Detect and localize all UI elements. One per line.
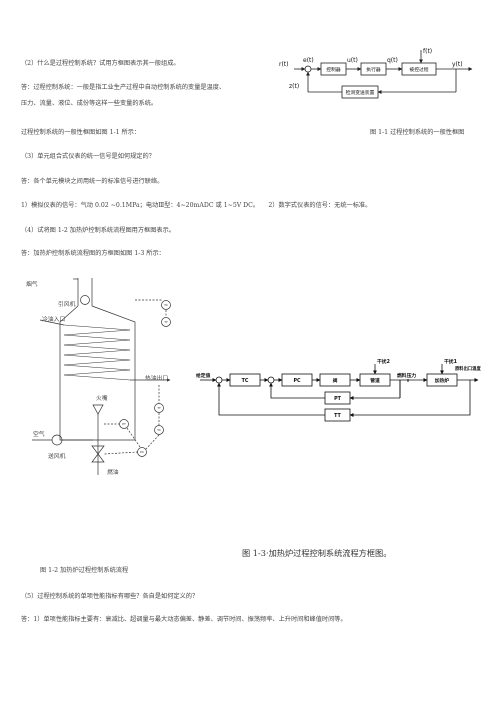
fig3-label-furnace: 加热炉 bbox=[434, 377, 450, 384]
figure-2-caption: 图 1-2 加热炉过程控制系统流程 bbox=[40, 567, 129, 574]
figure-1-caption: 图 1-1 过程控制系统的一般性框图 bbox=[370, 129, 465, 136]
fig3-label-outlet-temp: 原料出口温度 bbox=[455, 365, 481, 372]
fig1-label-f: f(t) bbox=[423, 48, 432, 55]
fig2-label-air: 空气 bbox=[33, 430, 45, 438]
answer-2-line-2: 压力、流量、液位、成份等这样一些变量的系统。 bbox=[21, 100, 158, 107]
fig2-label-flue-gas: 烟气 bbox=[26, 280, 38, 288]
question-4: （4）试将图 1-2 加热炉控制系统流程图用方框图表示。 bbox=[21, 227, 175, 234]
fig1-label-e: e(t) bbox=[303, 57, 314, 64]
fig2-label-tc-top: TC bbox=[163, 303, 168, 307]
fig2-coil bbox=[63, 324, 131, 381]
fig2-instrument-tc bbox=[154, 425, 164, 435]
fig2-label-burner: 火嘴 bbox=[96, 394, 108, 402]
fig2-chimney bbox=[77, 278, 93, 306]
fig1-label-z: z(t) bbox=[289, 83, 299, 90]
fig1-measure-label: 检测变送装置 bbox=[346, 89, 375, 96]
fig2-label-fuel: 燃油 bbox=[107, 468, 119, 476]
fig1-actuator-label: 执行器 bbox=[366, 66, 381, 73]
fig3-label-disturbance-1: 干扰1 bbox=[444, 358, 457, 365]
fig3-label-valve: 阀 bbox=[333, 377, 338, 384]
fig2-instrument-tt-top bbox=[161, 317, 171, 327]
answer-2-line-1: 答：过程控制系统：一般是指工业生产过程中自动控制系统的变量是温度、 bbox=[21, 84, 226, 91]
fig1-label-q: q(t) bbox=[387, 57, 398, 64]
fig2-label-pt: PT bbox=[122, 422, 126, 426]
fig1-label-y: y(t) bbox=[452, 61, 463, 68]
fig3-label-pc: PC bbox=[293, 378, 301, 384]
fig1-process-label: 被控过程 bbox=[409, 66, 428, 73]
figure-1-lead: 过程控制系统的一般性框图如图 1-1 所示： bbox=[21, 129, 141, 136]
fig2-label-blower: 送风机 bbox=[48, 452, 66, 460]
answer-5: 答：1）单项性能指标主要有：衰减比、超调量与最大动态偏差、静差、调节时间、振荡频… bbox=[21, 616, 347, 623]
fig3-label-disturbance-2: 干扰2 bbox=[377, 358, 390, 365]
fig1-label-u: u(t) bbox=[347, 57, 358, 64]
fig3-label-setpoint: 给定值 bbox=[196, 372, 211, 379]
fig2-control-valve-icon bbox=[91, 445, 105, 463]
fig2-burner-icon bbox=[92, 404, 104, 415]
figure-3-caption: 图 1-3·加热炉过程控制系统流程方框图。 bbox=[242, 548, 392, 558]
fig2-instrument-tt bbox=[154, 403, 164, 413]
fig2-cold-oil-line bbox=[39, 319, 65, 326]
question-3: （3）单元组合式仪表的统一信号是如何规定的？ bbox=[21, 153, 155, 160]
fig2-label-tt: TT bbox=[156, 406, 161, 410]
fig1-controller-label: 控制器 bbox=[326, 66, 341, 73]
fig3-label-fuel-pressure: 燃料压力 bbox=[397, 372, 416, 379]
fig2-label-induced-fan: 引风机 bbox=[58, 300, 76, 308]
fig2-instrument-tc-top bbox=[161, 300, 171, 310]
fig2-label-cold-oil-in: 冷油入口 bbox=[42, 315, 65, 323]
fig3-label-pt: PT bbox=[334, 396, 342, 402]
fig3-label-tc: TC bbox=[242, 378, 249, 384]
fig2-induced-fan-icon bbox=[80, 295, 90, 305]
fig3-tt-loop-line bbox=[349, 380, 471, 417]
fig2-label-tt-top: TT bbox=[163, 320, 168, 324]
fig3-label-tt: TT bbox=[334, 413, 341, 419]
fig3-label-pipe: 管道 bbox=[370, 377, 380, 384]
question-2: （2）什么是过程控制系统？试用方框图表示其一般组成。 bbox=[21, 60, 180, 67]
answer-3: 答：各个单元模块之间用统一的标准信号进行联络。 bbox=[21, 178, 164, 185]
question-5: （5）过程控制系统的单项性能指标有哪些？各自是如何定义的？ bbox=[21, 593, 199, 600]
answer-4: 答：加热炉控制系统流程图的方框图如图 1-3 所示： bbox=[21, 250, 165, 257]
fig2-label-pc: PC bbox=[140, 450, 144, 454]
fig1-label-r: r(t) bbox=[279, 61, 289, 68]
fig2-label-hot-oil-out: 热油出口 bbox=[145, 374, 168, 382]
fig2-label-tc: TC bbox=[156, 428, 161, 432]
fig2-furnace-body bbox=[59, 305, 136, 441]
fig2-instrument-pt bbox=[119, 419, 129, 429]
answer-3-items: 1）模拟仪表的信号：气动 0.02 ~0.1MPa；电动Ⅲ型：4~20mADC … bbox=[21, 202, 372, 209]
